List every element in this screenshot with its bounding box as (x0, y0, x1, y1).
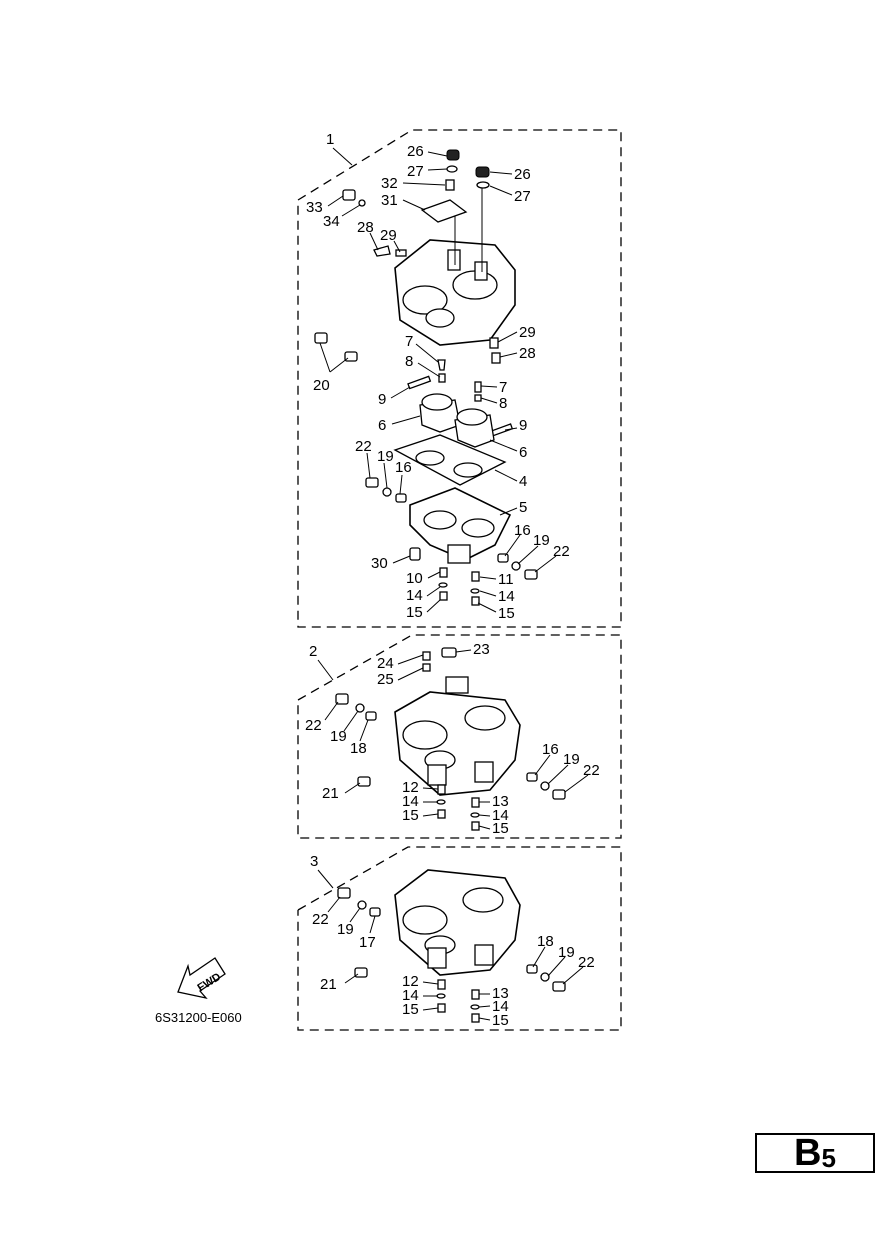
callout: 12 (402, 973, 419, 990)
callout: 19 (533, 532, 550, 549)
callout: 32 (381, 175, 398, 192)
callout: 24 (377, 655, 394, 672)
group1-leaders (319, 151, 557, 613)
callout: 14 (402, 793, 419, 810)
group2-ref-label: 2 (309, 643, 317, 660)
callout: 22 (312, 911, 329, 928)
callout: 15 (498, 605, 515, 622)
callout: 22 (553, 543, 570, 560)
callout: 15 (406, 604, 423, 621)
page-tag-letter: B (794, 1132, 822, 1174)
callout: 27 (407, 163, 424, 180)
callout: 8 (405, 353, 413, 370)
callout: 14 (498, 588, 515, 605)
group2-callouts: 24 23 25 22 19 18 16 19 22 21 12 14 13 1… (305, 641, 600, 837)
group3-ref-label: 3 (310, 853, 318, 870)
callout: 29 (380, 227, 397, 244)
callout: 19 (558, 944, 575, 961)
callout: 18 (350, 740, 367, 757)
figure-code: 6S31200-E060 (155, 1010, 242, 1025)
group1-carburetor-body (394, 188, 516, 346)
callout: 15 (492, 1012, 509, 1029)
group3-parts (337, 887, 566, 1023)
callout: 17 (359, 934, 376, 951)
callout: 14 (402, 987, 419, 1004)
group3-carburetor-body (394, 869, 521, 976)
callout: 20 (313, 377, 330, 394)
callout: 7 (405, 333, 413, 350)
callout: 22 (583, 762, 600, 779)
group1-callouts: 26 27 32 31 33 34 28 29 26 27 29 28 20 7… (306, 143, 570, 622)
group3-leaders (327, 896, 584, 1021)
callout: 6 (519, 444, 527, 461)
callout: 19 (563, 751, 580, 768)
callout: 8 (499, 395, 507, 412)
page-tag-number: 5 (821, 1143, 836, 1173)
callout: 6 (378, 417, 386, 434)
callout: 29 (519, 324, 536, 341)
callout: 16 (542, 741, 559, 758)
callout: 16 (514, 522, 531, 539)
callout: 7 (499, 379, 507, 396)
group1-parts (314, 149, 538, 606)
group3-callouts: 22 19 17 18 19 22 21 12 13 14 14 15 15 (312, 911, 595, 1029)
callout: 14 (492, 998, 509, 1015)
callout: 26 (407, 143, 424, 160)
callout: 34 (323, 213, 340, 230)
page-tag: B 5 (755, 1133, 875, 1173)
fwd-arrow-icon: FWD (177, 957, 226, 1000)
callout: 30 (371, 555, 388, 572)
callout: 15 (492, 820, 509, 837)
callout: 21 (320, 976, 337, 993)
callout: 5 (519, 499, 527, 516)
callout: 28 (357, 219, 374, 236)
callout: 22 (578, 954, 595, 971)
callout: 9 (378, 391, 386, 408)
callout: 11 (498, 571, 514, 588)
callout: 15 (402, 807, 419, 824)
callout: 33 (306, 199, 323, 216)
callout: 26 (514, 166, 531, 183)
callout: 15 (402, 1001, 419, 1018)
callout: 9 (519, 417, 527, 434)
callout: 13 (492, 985, 509, 1002)
callout: 31 (381, 192, 398, 209)
callout: 12 (402, 779, 419, 796)
callout: 22 (355, 438, 372, 455)
group2-leaders (324, 649, 589, 830)
callout: 22 (305, 717, 322, 734)
group1-ref-label: 1 (326, 131, 334, 148)
group3-frame: 3 (297, 846, 622, 1031)
callout: 27 (514, 188, 531, 205)
callout: 14 (406, 587, 423, 604)
callout: 13 (492, 793, 509, 810)
callout: 19 (330, 728, 347, 745)
callout: 16 (395, 459, 412, 476)
callout: 10 (406, 570, 423, 587)
group2-parts (335, 647, 566, 831)
callout: 28 (519, 345, 536, 362)
callout: 14 (492, 807, 509, 824)
callout: 21 (322, 785, 339, 802)
callout: 19 (377, 448, 394, 465)
callout: 18 (537, 933, 554, 950)
group1-frame: 1 (297, 129, 622, 628)
callout: 19 (337, 921, 354, 938)
group2-frame: 2 (297, 634, 622, 839)
callout: 4 (519, 473, 527, 490)
callout: 25 (377, 671, 394, 688)
group2-carburetor-body (394, 676, 521, 796)
callout: 23 (473, 641, 490, 658)
